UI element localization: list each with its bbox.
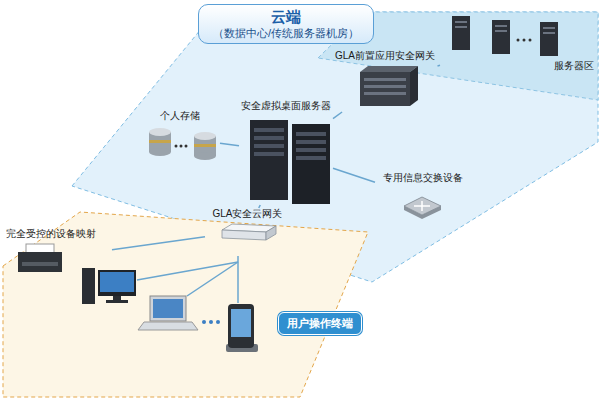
laptop-screen [153, 299, 183, 318]
laptop-base [138, 322, 198, 330]
connector-line [220, 143, 239, 146]
printer-node: 完全受控的设备映射 [6, 228, 112, 286]
node-label: 个人存储 [140, 110, 220, 122]
connector-line [112, 237, 205, 250]
cylinder-bottom [194, 152, 216, 160]
drive-bay [254, 152, 284, 156]
server-tower [452, 16, 558, 56]
drive-bay [455, 21, 467, 23]
grille [364, 85, 406, 88]
box-front [222, 230, 266, 240]
terminal-tag-box: 用户操作终端 [278, 312, 362, 335]
switch-arrow [421, 201, 423, 211]
drive-bay [543, 32, 555, 34]
node-label: 完全受控的设备映射 [6, 228, 112, 240]
dot [523, 39, 526, 42]
node-label: 用户操作终端 [287, 317, 353, 330]
dot [185, 145, 188, 148]
switch-icon [404, 197, 441, 219]
wire [137, 262, 238, 280]
grille [364, 92, 406, 95]
tower-body [292, 124, 330, 204]
storage-node: 个人存储 [140, 110, 220, 165]
node-label: 安全虚拟桌面服务器 [239, 100, 333, 112]
desktop-server-icon [250, 120, 330, 204]
node-label: GLA安全云网关 [205, 208, 290, 220]
terminal-region [3, 212, 368, 397]
drive-bay [296, 156, 326, 160]
monitor [98, 270, 136, 296]
drive-bay [296, 148, 326, 152]
front-gateway-icon [360, 66, 418, 106]
server-node: 安全虚拟桌面服务器 [239, 100, 333, 205]
tower-body [452, 16, 470, 50]
cloud-gateway-icon [222, 224, 276, 240]
drive-bay [495, 25, 507, 27]
node-label: 专用信息交换设备 [375, 172, 470, 184]
dots [202, 320, 220, 324]
phone-body [228, 304, 254, 348]
tower-body [492, 20, 510, 54]
printer-body [18, 252, 62, 272]
dot [517, 39, 520, 42]
box-side [410, 66, 418, 106]
switch-top [404, 197, 441, 215]
connector-line [259, 205, 260, 208]
cloud-header-box: 云端（数据中心/传统服务器机房） [198, 4, 374, 44]
phone-icon [226, 304, 258, 352]
dot [180, 145, 183, 148]
drive-bay [543, 27, 555, 29]
tower-body [540, 22, 558, 56]
dot [216, 320, 220, 324]
node-label: GLA前置应用安全网关 [333, 50, 438, 62]
gateway-node: GLA前置应用安全网关 [333, 50, 438, 112]
switch-node: 专用信息交换设备 [375, 172, 470, 224]
server-zone: 服务器区 [440, 12, 596, 74]
printer-icon [18, 244, 62, 272]
dot [209, 320, 213, 324]
cylinder-stripe [149, 140, 171, 143]
drive-bay [254, 136, 284, 140]
storage-icon [149, 128, 216, 160]
cylinder-top [194, 132, 216, 140]
gateway-node: GLA安全云网关 [205, 208, 290, 254]
grille [364, 78, 406, 81]
tower-body [250, 120, 288, 200]
base [106, 300, 128, 303]
laptop-icon [138, 296, 198, 330]
drive-bay [296, 140, 326, 144]
box-side [266, 226, 276, 240]
cylinder-top [149, 128, 171, 136]
drive-bay [254, 144, 284, 148]
drive-bay [495, 30, 507, 32]
pc-tower [82, 268, 95, 304]
box-top [360, 66, 418, 72]
cylinder-stripe [194, 144, 216, 147]
drive-bay [455, 26, 467, 28]
connector-line [333, 168, 375, 182]
drive-bay [254, 128, 284, 132]
node-label: 服务器区 [554, 60, 594, 72]
connector-line [333, 112, 342, 119]
dot [175, 145, 178, 148]
printer-slot [22, 262, 58, 266]
node-label: 云端 [213, 8, 359, 26]
screen [100, 272, 134, 292]
laptop-lid [150, 296, 186, 321]
drive-bay [296, 132, 326, 136]
pc-icon [82, 268, 136, 304]
box-front [360, 72, 410, 106]
dot [529, 39, 532, 42]
connector-line [438, 65, 441, 67]
dot [202, 320, 206, 324]
phone-screen [231, 309, 251, 337]
cylinder-bottom [149, 148, 171, 156]
paper [26, 244, 54, 253]
node-label: （数据中心/传统服务器机房） [213, 26, 359, 40]
